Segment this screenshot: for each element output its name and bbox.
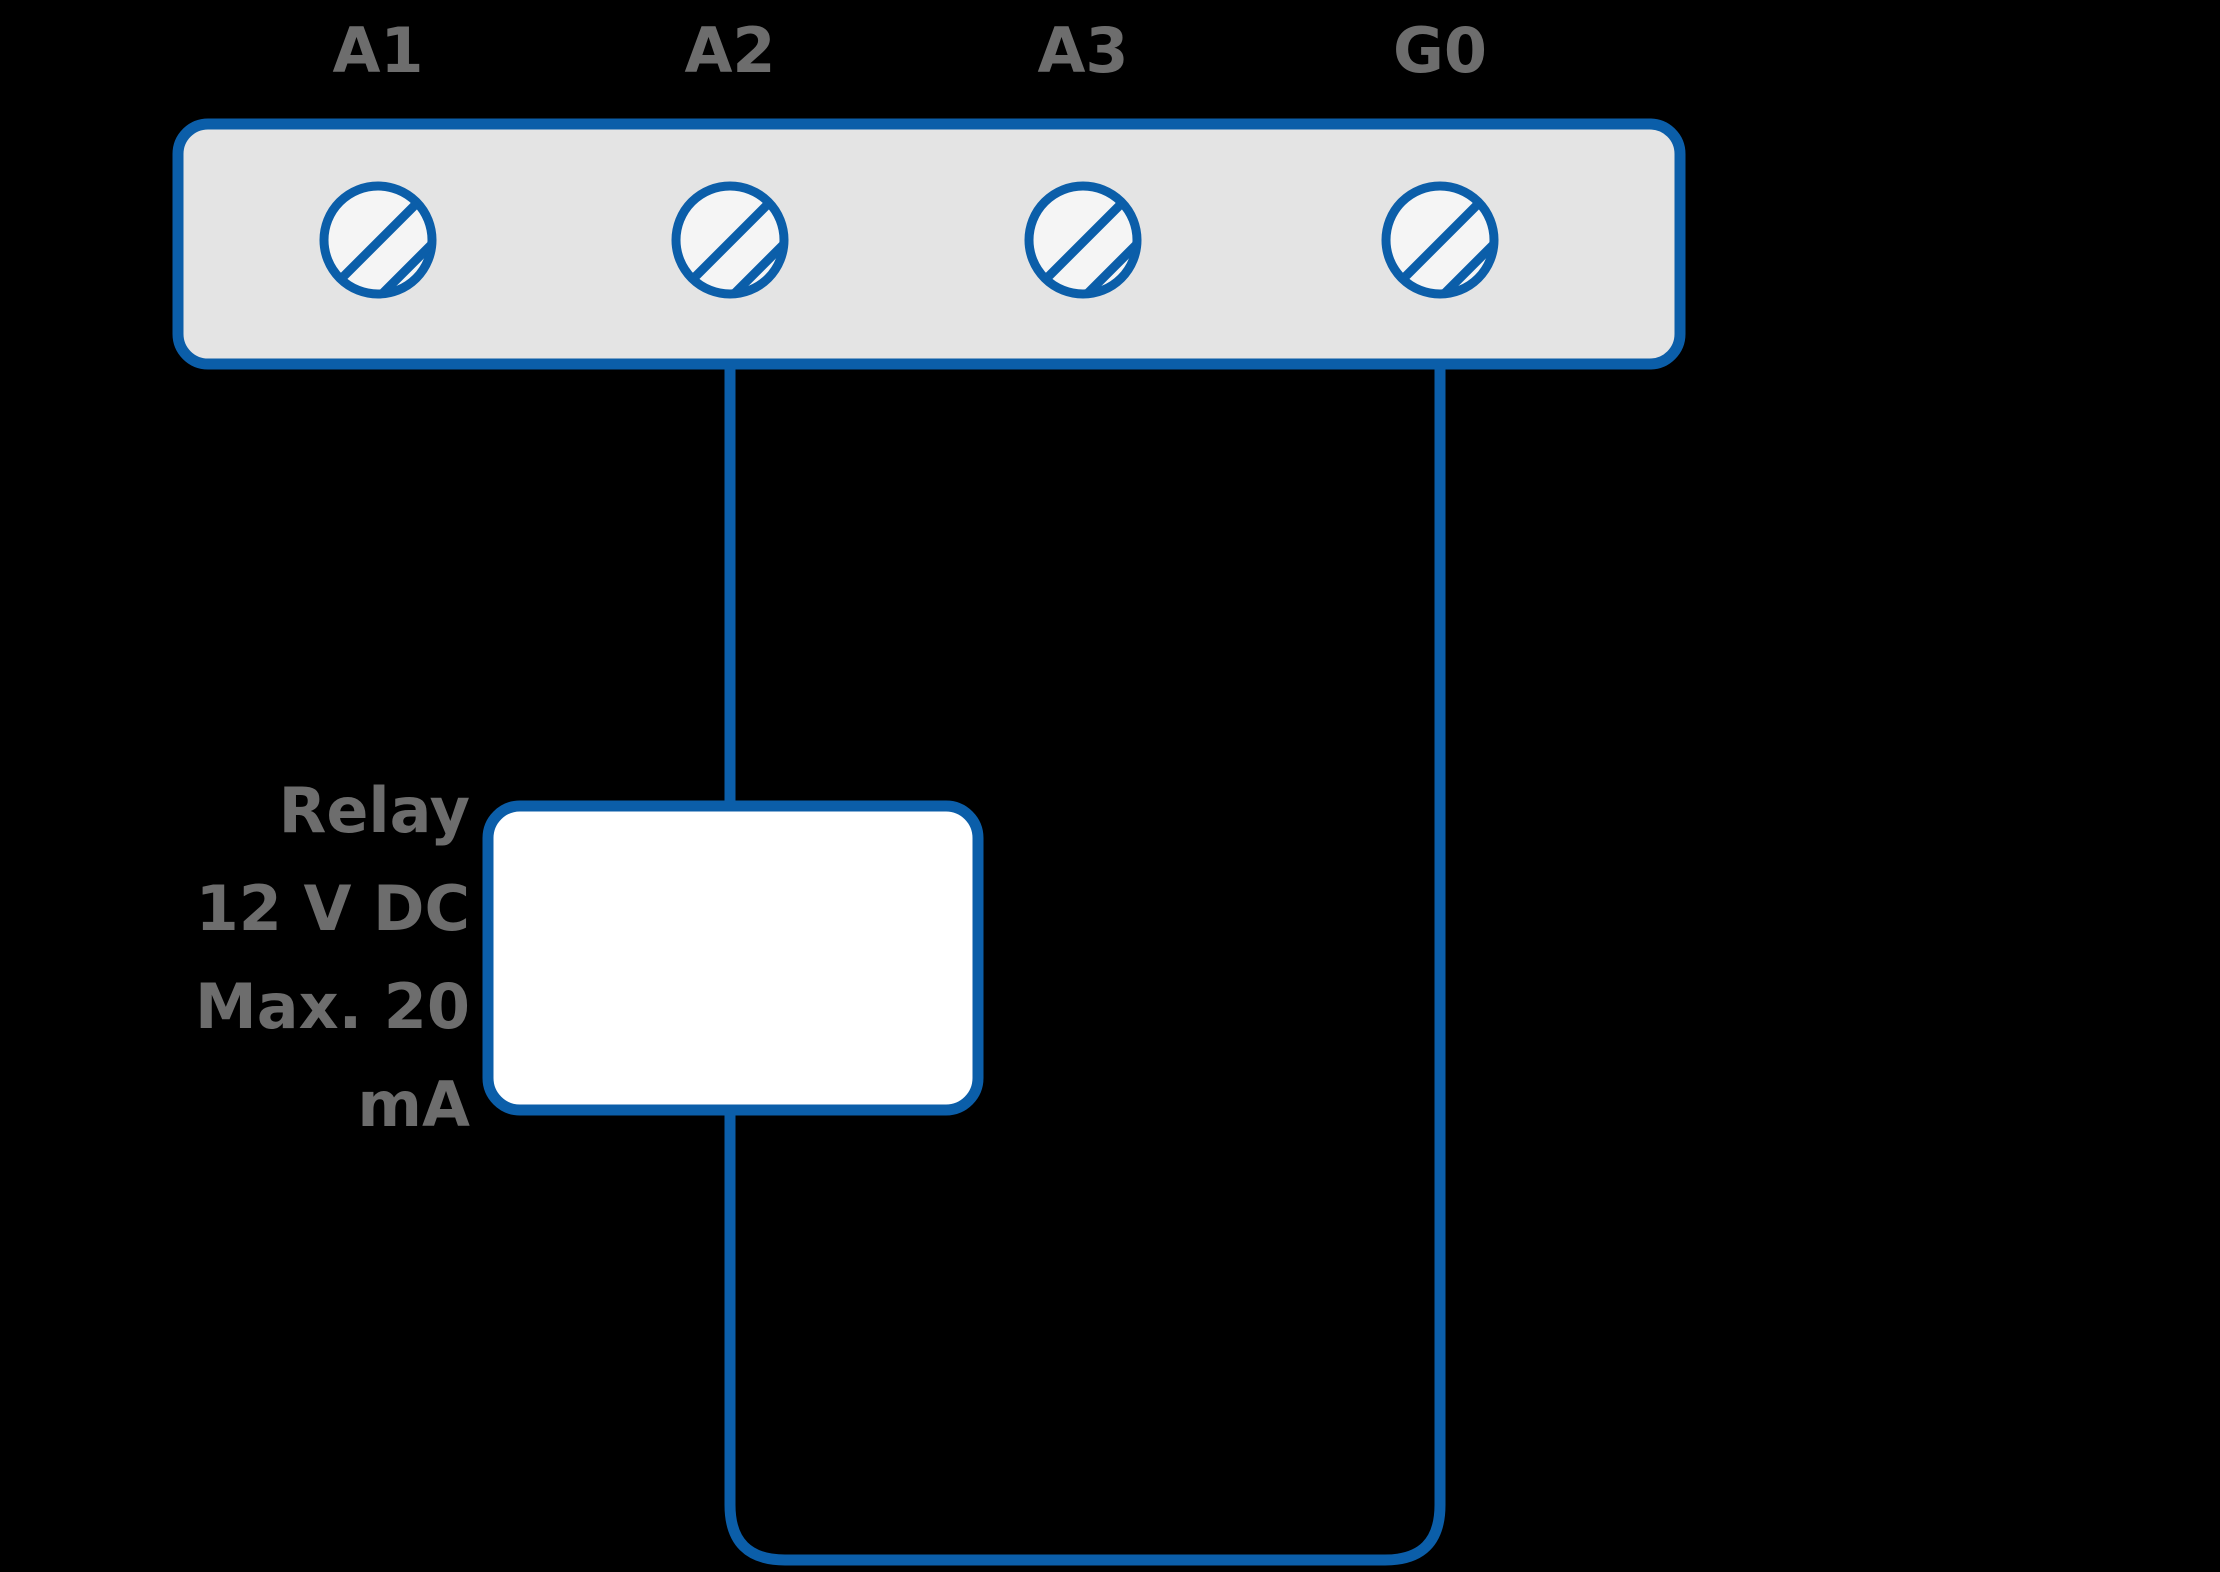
relay-caption-line-3: Max. 20 (195, 970, 470, 1043)
wire-group (724, 360, 1446, 1566)
relay-caption-line-2: 12 V DC (196, 872, 470, 945)
relay-caption: Relay 12 V DC Max. 20 mA (195, 774, 470, 1141)
relay-caption-line-1: Relay (279, 774, 470, 847)
terminal-label-a3: A3 (1037, 14, 1128, 87)
wire-relay-to-g0 (724, 360, 1446, 1566)
terminal-label-a2: A2 (684, 14, 775, 87)
relay-component[interactable] (482, 800, 984, 1116)
terminal-label-a1: A1 (332, 14, 423, 87)
relay-caption-line-4: mA (357, 1068, 470, 1141)
terminal-strip-body (172, 118, 1686, 370)
terminal-label-g0: G0 (1393, 14, 1487, 87)
relay-body (482, 800, 984, 1116)
terminal-strip[interactable] (172, 118, 1686, 370)
terminal-label-group: A1 A2 A3 G0 (332, 14, 1487, 87)
terminal-screw-a3[interactable] (1021, 180, 1173, 332)
terminal-screw-a1[interactable] (316, 180, 468, 332)
